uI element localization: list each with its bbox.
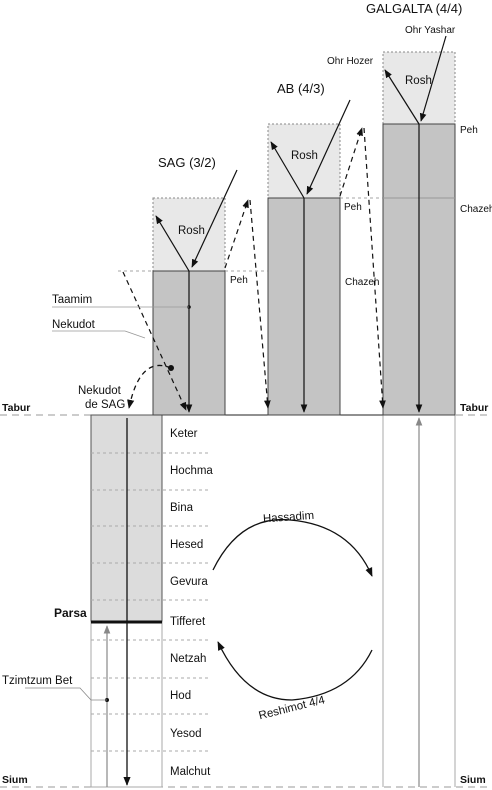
ab-peh-label: Peh: [344, 202, 362, 213]
tabur-label-right: Tabur: [460, 402, 488, 414]
ohr-hozer-label: Ohr Hozer: [327, 56, 374, 67]
sag-ohr-hozer-arrow: [155, 215, 190, 272]
galgalta-title: GALGALTA (4/4): [366, 1, 462, 16]
sefira-label: Netzah: [170, 653, 206, 665]
sefirot-labels: Keter Hochma Bina Hesed Gevura Tifferet …: [170, 428, 213, 778]
nekudot-leader: [52, 330, 146, 339]
tabur-label-left: Tabur: [2, 402, 30, 414]
sag-to-ab-dashed-arrow: [249, 199, 271, 409]
ab-rosh: [267, 123, 341, 199]
nekudot-de-sag-label-line2: de SAG: [85, 399, 125, 411]
reshimot-arrow: [217, 641, 373, 701]
tzimtzum-bet-label: Tzimtzum Bet: [2, 675, 73, 687]
sag-title: SAG (3/2): [158, 155, 216, 170]
sefira-label: Yesod: [170, 728, 202, 740]
galgalta-ohr-yashar-arrow: [419, 35, 447, 122]
galgalta-rosh: [382, 51, 456, 125]
ab-ohr-yashar-arrow: [306, 99, 351, 195]
parsa-label: Parsa: [54, 606, 87, 620]
hassadim-arrow: [212, 518, 373, 577]
sefira-dividers: [91, 452, 210, 752]
sag-rosh-label: Rosh: [178, 225, 205, 237]
sium-label-left: Sium: [2, 774, 28, 786]
ohr-yashar-label: Ohr Yashar: [405, 25, 456, 36]
nekudot-label: Nekudot: [52, 319, 96, 331]
nekudot-de-sag-label-line1: Nekudot: [78, 385, 122, 397]
sag-peh-dashed-arrow: [224, 199, 249, 269]
sefira-label: Hochma: [170, 465, 213, 477]
ab-to-galgalta-dashed-arrow: [363, 127, 386, 409]
reshimot-label: Reshimot 4/4: [258, 694, 327, 722]
sefira-label: Bina: [170, 502, 194, 514]
nekudot-dot: [168, 365, 174, 371]
ab-ohr-hozer-arrow: [270, 141, 305, 199]
nekudot-dashed-arrow: [122, 271, 187, 411]
galgalta-ohr-hozer-arrow: [384, 69, 420, 125]
sefira-label: Hod: [170, 690, 191, 702]
taamim-label: Taamim: [52, 294, 92, 306]
galgalta-chazeh-label: Chazeh: [460, 204, 492, 215]
ab-peh-dashed-arrow: [339, 127, 363, 197]
ab-title: AB (4/3): [277, 81, 325, 96]
hassadim-label: Hassadim: [263, 510, 315, 526]
nekudot-de-sag-curve-arrow: [127, 364, 172, 409]
sefira-label: Malchut: [170, 766, 211, 778]
galgalta-rosh-label: Rosh: [405, 75, 432, 87]
sefira-label: Gevura: [170, 576, 208, 588]
sag-peh-label: Peh: [230, 275, 248, 286]
sium-label-right: Sium: [460, 774, 486, 786]
sag-ohr-yashar-arrow: [191, 169, 238, 268]
tzimtzum-leader: [25, 687, 107, 701]
ab-chazeh-label: Chazeh: [345, 277, 379, 288]
galgalta-peh-label: Peh: [460, 125, 478, 136]
sefira-label: Hesed: [170, 539, 203, 551]
sefira-label: Keter: [170, 428, 198, 440]
sefira-label: Tifferet: [170, 616, 206, 628]
ab-rosh-label: Rosh: [291, 150, 318, 162]
